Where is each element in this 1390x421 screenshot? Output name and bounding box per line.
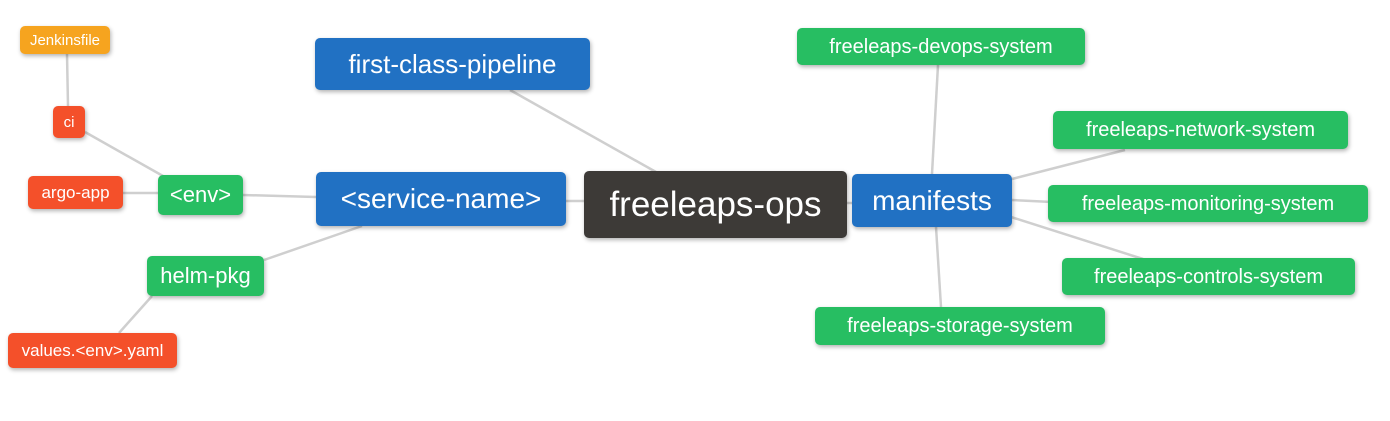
node-env[interactable]: <env> [158, 175, 243, 215]
node-label-env: <env> [169, 182, 232, 207]
edge-first-class-pipeline-to-freeleaps-ops [509, 88, 657, 174]
node-values-env-yaml[interactable]: values.<env>.yaml [8, 333, 177, 368]
node-first-class-pipeline[interactable]: first-class-pipeline [315, 38, 590, 90]
node-freeleaps-storage-system[interactable]: freeleaps-storage-system [815, 307, 1105, 345]
node-label-service-name: <service-name> [340, 183, 542, 214]
edge-manifests-to-freeleaps-network-system [1011, 148, 1126, 181]
edge-manifests-to-freeleaps-monitoring-system [1011, 198, 1053, 204]
node-label-first-class-pipeline: first-class-pipeline [348, 49, 557, 79]
node-jenkinsfile[interactable]: Jenkinsfile [20, 26, 110, 54]
node-label-helm-pkg: helm-pkg [160, 263, 251, 288]
edge-values-env-yaml-to-helm-pkg [118, 295, 153, 334]
node-freeleaps-monitoring-system[interactable]: freeleaps-monitoring-system [1048, 185, 1368, 222]
node-label-freeleaps-network-system: freeleaps-network-system [1086, 119, 1315, 141]
node-label-freeleaps-controls-system: freeleaps-controls-system [1094, 265, 1323, 288]
node-label-argo-app: argo-app [41, 183, 110, 202]
node-label-freeleaps-devops-system: freeleaps-devops-system [829, 35, 1053, 58]
node-label-manifests: manifests [872, 184, 992, 216]
edge-env-to-service-name [242, 193, 317, 199]
node-label-jenkinsfile: Jenkinsfile [29, 31, 101, 49]
node-freeleaps-controls-system[interactable]: freeleaps-controls-system [1062, 258, 1355, 295]
node-label-freeleaps-storage-system: freeleaps-storage-system [847, 315, 1073, 337]
node-helm-pkg[interactable]: helm-pkg [147, 256, 264, 296]
node-freeleaps-network-system[interactable]: freeleaps-network-system [1053, 111, 1348, 149]
node-argo-app[interactable]: argo-app [28, 176, 123, 209]
edge-ci-to-env [84, 130, 164, 178]
node-label-freeleaps-monitoring-system: freeleaps-monitoring-system [1081, 192, 1335, 215]
edge-freeleaps-devops-system-to-manifests [930, 64, 940, 175]
node-label-freeleaps-ops: freeleaps-ops [609, 185, 822, 224]
edge-jenkinsfile-to-ci [65, 53, 70, 107]
node-freeleaps-devops-system[interactable]: freeleaps-devops-system [797, 28, 1085, 65]
edge-manifests-to-freeleaps-storage-system [934, 226, 943, 308]
edge-helm-pkg-to-service-name [263, 224, 363, 262]
node-service-name[interactable]: <service-name> [316, 172, 566, 226]
node-manifests[interactable]: manifests [852, 174, 1012, 227]
node-ci[interactable]: ci [53, 106, 85, 138]
node-label-values-env-yaml: values.<env>.yaml [21, 341, 164, 360]
node-freeleaps-ops[interactable]: freeleaps-ops [584, 171, 847, 238]
node-label-ci: ci [63, 113, 75, 131]
edge-manifests-to-freeleaps-controls-system [1010, 215, 1144, 261]
